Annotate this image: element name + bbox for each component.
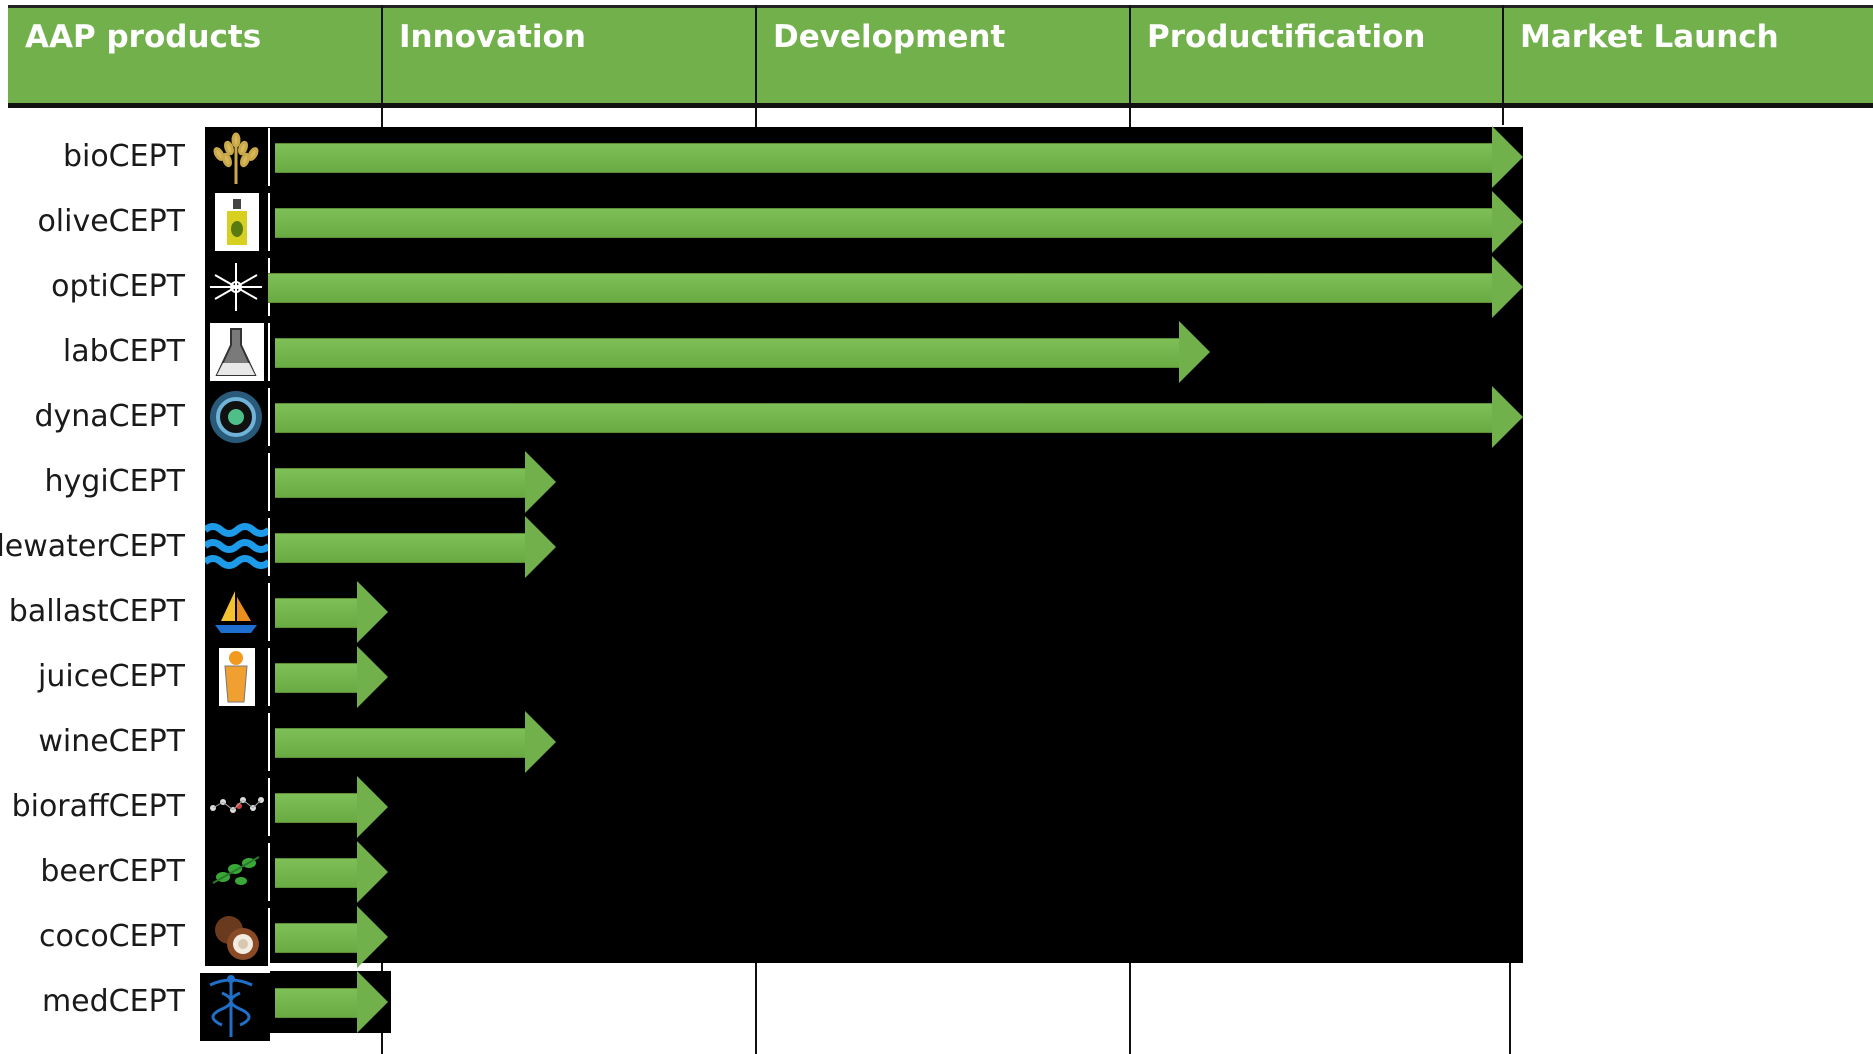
- product-label: oliveCEPT: [37, 204, 185, 239]
- product-label: wineCEPT: [38, 724, 185, 759]
- header-market-launch: Market Launch: [1520, 19, 1779, 55]
- water-waves-icon: [205, 518, 270, 576]
- molecules-icon: [205, 778, 270, 836]
- arrow-head: [525, 516, 556, 578]
- arrow-shaft: [275, 858, 360, 888]
- recycle-globe-icon: [205, 388, 270, 446]
- arrow-head: [357, 776, 388, 838]
- progress-arrow: [275, 451, 556, 513]
- header-development: Development: [773, 19, 1006, 55]
- header-underline: [8, 103, 1873, 108]
- blank-icon: [205, 453, 270, 511]
- progress-arrow: [275, 646, 388, 708]
- progress-arrow: [275, 191, 1523, 253]
- progress-arrow: [275, 711, 556, 773]
- product-label: bioraffCEPT: [11, 789, 185, 824]
- juice-glass-icon: [205, 648, 270, 706]
- arrow-shaft: [275, 143, 1495, 173]
- sailboat-icon: [205, 583, 270, 641]
- blank-icon: [205, 713, 270, 771]
- arrow-shaft: [275, 598, 360, 628]
- product-label: ballastCEPT: [8, 594, 185, 629]
- arrow-head: [525, 711, 556, 773]
- header-aap-products: AAP products: [25, 19, 262, 55]
- header-innovation: Innovation: [399, 19, 586, 55]
- progress-arrow: [275, 516, 556, 578]
- arrow-shaft: [268, 273, 1495, 303]
- wheat-icon: [205, 128, 270, 186]
- progress-arrow: [270, 971, 391, 1033]
- product-label: medCEPT: [41, 984, 185, 1019]
- arrow-shaft: [275, 663, 360, 693]
- arrow-shaft: [275, 988, 360, 1018]
- product-label: juiceCEPT: [38, 659, 185, 694]
- arrow-head: [357, 646, 388, 708]
- hops-icon: [205, 843, 270, 901]
- progress-arrow: [275, 581, 388, 643]
- arrow-shaft: [275, 468, 528, 498]
- progress-arrow: [275, 126, 1523, 188]
- arrow-head: [1492, 126, 1523, 188]
- coconut-icon: [205, 908, 270, 966]
- arrow-head: [357, 841, 388, 903]
- arrow-shaft: [275, 923, 360, 953]
- arrow-head: [357, 971, 388, 1033]
- arrow-head: [1492, 191, 1523, 253]
- arrow-shaft: [275, 533, 528, 563]
- arrow-shaft: [275, 403, 1495, 433]
- snowflake-icon: [205, 258, 270, 316]
- arrow-shaft: [275, 728, 528, 758]
- progress-arrow: [275, 841, 388, 903]
- column-divider: [1502, 5, 1504, 125]
- caduceus-icon: [200, 973, 272, 1041]
- product-label: dynaCEPT: [34, 399, 185, 434]
- arrow-shaft: [275, 208, 1495, 238]
- arrow-head: [525, 451, 556, 513]
- product-label: bioCEPT: [62, 139, 185, 174]
- product-label: labCEPT: [62, 334, 185, 369]
- lab-flask-icon: [205, 323, 270, 381]
- arrow-head: [1492, 256, 1523, 318]
- progress-arrow: [275, 321, 1210, 383]
- progress-arrow: [268, 256, 1523, 318]
- progress-arrow: [275, 776, 388, 838]
- product-label: optiCEPT: [51, 269, 185, 304]
- product-label: dewaterCEPT: [0, 529, 185, 564]
- arrow-shaft: [275, 793, 360, 823]
- arrow-head: [357, 581, 388, 643]
- arrow-head: [357, 906, 388, 968]
- product-label: cocoCEPT: [38, 919, 185, 954]
- arrow-shaft: [275, 338, 1182, 368]
- progress-arrow: [275, 386, 1523, 448]
- product-label: hygiCEPT: [44, 464, 185, 499]
- header-productification: Productification: [1147, 19, 1426, 55]
- column-divider: [1509, 960, 1511, 1054]
- progress-arrow: [275, 906, 388, 968]
- arrow-head: [1492, 386, 1523, 448]
- olive-oil-bottle-icon: [205, 193, 270, 251]
- arrow-head: [1179, 321, 1210, 383]
- product-label: beerCEPT: [40, 854, 185, 889]
- header-bar: [8, 5, 1873, 108]
